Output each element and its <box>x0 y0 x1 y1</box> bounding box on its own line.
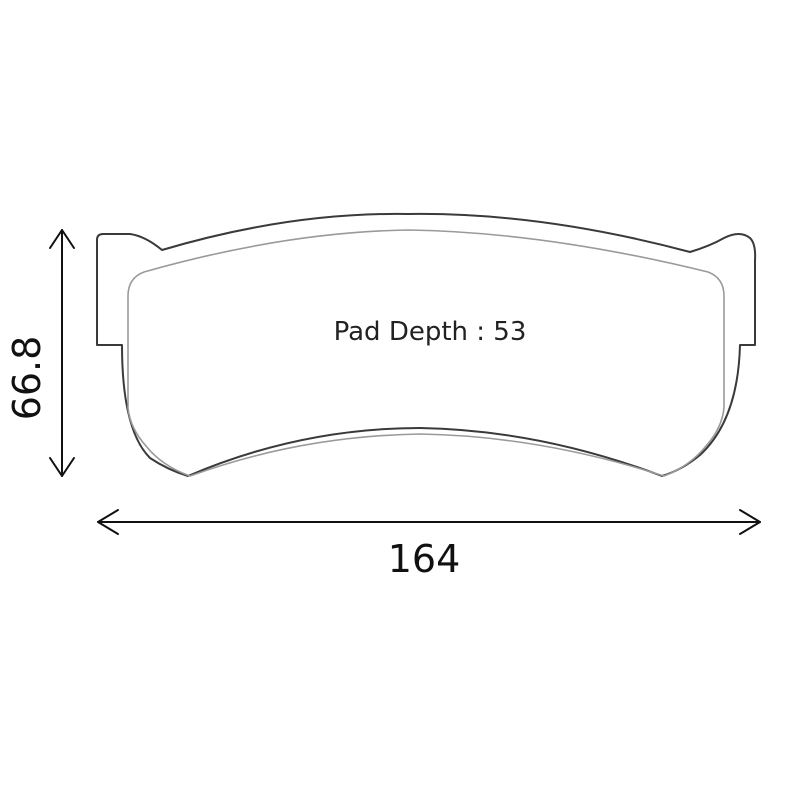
height-dimension-arrow <box>49 229 75 477</box>
backing-plate-outline <box>96 212 757 477</box>
friction-material-outline <box>127 229 725 477</box>
width-dimension-arrow <box>97 509 761 535</box>
pad-depth-label: Pad Depth : 53 <box>334 317 527 347</box>
width-dimension-label: 164 <box>388 537 461 581</box>
height-dimension-label: 66.8 <box>5 336 49 421</box>
